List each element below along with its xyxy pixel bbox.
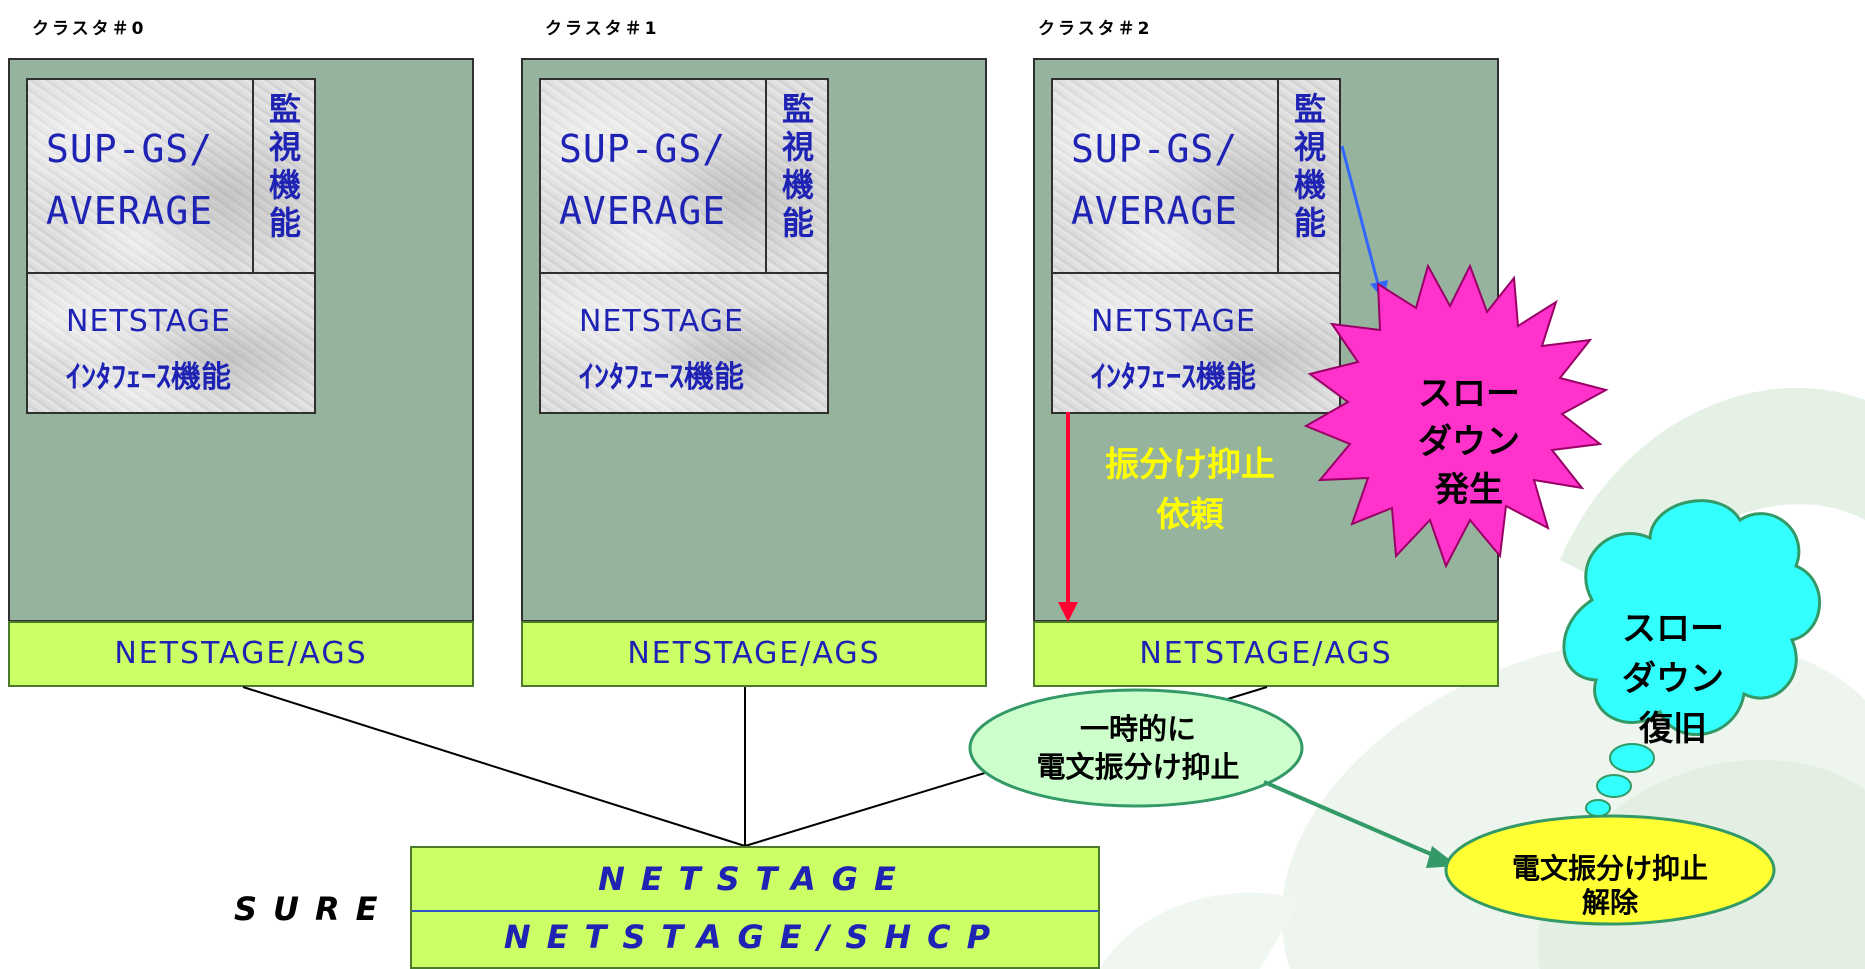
recovery-line3: 復旧 <box>1639 709 1707 749</box>
thought-bubble-large <box>1609 743 1655 773</box>
monitor-arrow-line <box>1340 145 1380 285</box>
cluster-2-label: クラスタ＃2 <box>1038 19 1153 39</box>
sup-line1: SUP-GS/ <box>559 127 727 171</box>
netstage-interface-line2: ｲﾝﾀﾌｪｰｽ機能 <box>1091 360 1256 395</box>
connector-line-cluster-0 <box>242 686 746 847</box>
monitor-panel: 監視機能 <box>1277 80 1339 274</box>
slowdown-line1: スロー <box>1418 374 1520 414</box>
netstage-title: NETSTAGE <box>598 860 912 898</box>
sup-gs-panel: SUP-GS/ AVERAGE 監視機能 <box>26 78 316 274</box>
request-line2: 依頼 <box>1156 495 1224 535</box>
netstage-interface-line2: ｲﾝﾀﾌｪｰｽ機能 <box>579 360 744 395</box>
netstage-interface-panel: NETSTAGE ｲﾝﾀﾌｪｰｽ機能 <box>1051 272 1341 414</box>
cluster-0-ags-bar: NETSTAGE/AGS <box>8 621 474 687</box>
recovery-label: スロー ダウン 復旧 <box>1608 604 1738 754</box>
monitor-panel: 監視機能 <box>765 80 827 274</box>
netstage-interface-panel: NETSTAGE ｲﾝﾀﾌｪｰｽ機能 <box>26 272 316 414</box>
netstage-interface-line1: NETSTAGE <box>579 304 744 339</box>
slowdown-line3: 発生 <box>1435 470 1503 510</box>
temp-suppress-line2: 電文振分け抑止 <box>1036 750 1240 784</box>
sup-gs-text: SUP-GS/ AVERAGE <box>559 118 759 242</box>
sup-gs-text: SUP-GS/ AVERAGE <box>46 118 246 242</box>
cluster-2-ags-bar: NETSTAGE/AGS <box>1033 621 1499 687</box>
netstage-interface-panel: NETSTAGE ｲﾝﾀﾌｪｰｽ機能 <box>539 272 829 414</box>
temp-suppress-label: 一時的に 電文振分け抑止 <box>978 710 1298 786</box>
release-ellipse <box>1444 814 1776 926</box>
sup-line1: SUP-GS/ <box>46 127 214 171</box>
netstage-interface-line1: NETSTAGE <box>66 304 231 339</box>
release-arrow-line <box>1263 780 1441 860</box>
sup-line2: AVERAGE <box>46 189 214 233</box>
request-line1: 振分け抑止 <box>1105 445 1275 485</box>
release-line1: 電文振分け抑止 <box>1511 852 1708 885</box>
recovery-cloud <box>1562 499 1821 736</box>
sup-line1: SUP-GS/ <box>1071 127 1239 171</box>
monitor-text: 監視機能 <box>268 90 301 242</box>
monitor-text: 監視機能 <box>781 90 814 242</box>
cluster-1-ags-bar: NETSTAGE/AGS <box>521 621 987 687</box>
sup-line2: AVERAGE <box>559 189 727 233</box>
netstage-divider <box>412 910 1098 912</box>
temp-suppress-ellipse <box>968 688 1304 808</box>
thought-bubble-medium <box>1596 774 1632 798</box>
recovery-line2: ダウン <box>1622 659 1724 699</box>
monitor-text: 監視機能 <box>1293 90 1326 242</box>
recovery-line1: スロー <box>1622 609 1724 649</box>
cluster-0-label: クラスタ＃0 <box>32 19 147 39</box>
release-label: 電文振分け抑止 解除 <box>1450 852 1770 920</box>
slowdown-label: スロー ダウン 発生 <box>1404 370 1534 514</box>
sup-line2: AVERAGE <box>1071 189 1239 233</box>
sup-gs-text: SUP-GS/ AVERAGE <box>1071 118 1271 242</box>
sup-gs-panel: SUP-GS/ AVERAGE 監視機能 <box>539 78 829 274</box>
netstage-main-box: NETSTAGE NETSTAGE/SHCP <box>410 846 1100 969</box>
request-arrow-head <box>1058 602 1078 622</box>
request-label: 振分け抑止 依頼 <box>1080 440 1300 540</box>
temp-suppress-line1: 一時的に <box>1079 712 1196 746</box>
cluster-0-box: SUP-GS/ AVERAGE 監視機能 NETSTAGE ｲﾝﾀﾌｪｰｽ機能 <box>8 58 474 622</box>
slowdown-line2: ダウン <box>1418 422 1520 462</box>
cluster-1-box: SUP-GS/ AVERAGE 監視機能 NETSTAGE ｲﾝﾀﾌｪｰｽ機能 <box>521 58 987 622</box>
cluster-1-label: クラスタ＃1 <box>545 19 660 39</box>
monitor-panel: 監視機能 <box>252 80 314 274</box>
release-line2: 解除 <box>1581 886 1638 919</box>
sure-label: SURE <box>234 890 394 928</box>
slowdown-starburst <box>1303 263 1609 569</box>
netstage-interface-line1: NETSTAGE <box>1091 304 1256 339</box>
thought-bubble-small <box>1585 799 1611 817</box>
netstage-shcp-title: NETSTAGE/SHCP <box>503 918 1007 956</box>
sup-gs-panel: SUP-GS/ AVERAGE 監視機能 <box>1051 78 1341 274</box>
netstage-interface-line2: ｲﾝﾀﾌｪｰｽ機能 <box>66 360 231 395</box>
